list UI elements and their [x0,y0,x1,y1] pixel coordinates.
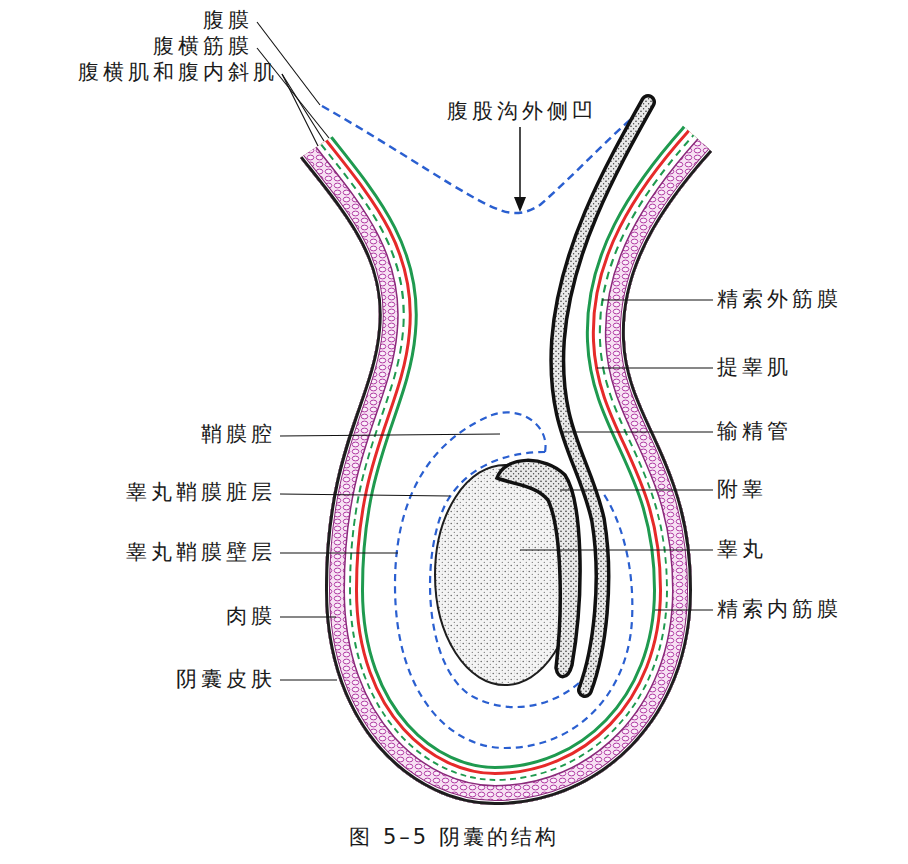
part-label: 提睾肌 [717,356,792,379]
parietal-layer [395,412,632,748]
internal-spermatic-fascia [209,20,811,805]
figure-caption: 图 5–5 阴囊的结构 [349,826,559,849]
part-label: 输精管 [717,420,792,443]
leader-line [280,552,398,553]
part-label: 鞘膜腔 [201,423,276,446]
part-label: 腹股沟外侧凹 [447,100,597,123]
visceral-layer [430,452,580,707]
leader-line [602,299,713,300]
leader-line [655,609,713,610]
scrotal-cavity [209,20,811,805]
part-label: 腹横肌和腹内斜肌 [78,61,278,84]
scrotal-skin [209,20,811,805]
part-label: 腹横筋膜 [153,35,253,58]
leader-line [560,489,713,490]
layer-gap [209,20,811,805]
part-label: 肉膜 [226,605,276,628]
external-spermatic-fascia [209,20,811,805]
part-label: 附睾 [717,478,767,501]
part-label: 睾丸鞘膜脏层 [126,481,276,504]
layer-gap [209,20,811,805]
part-label: 阴囊皮肤 [176,668,276,691]
leader-line [280,494,450,496]
dartos-band [209,20,811,805]
part-label: 精索外筋膜 [717,288,842,311]
part-label: 腹膜 [203,9,253,32]
leader-line [280,434,500,436]
leader-line [597,367,713,368]
dartos-edge [209,20,811,805]
leader-line [282,74,318,146]
leader-line [280,616,336,617]
cremaster-muscle [209,20,811,805]
leader-line [520,549,713,550]
pointer-arrow [519,127,521,200]
arrow-head [514,197,526,212]
layer-gap [209,20,811,805]
part-label: 精索内筋膜 [717,598,842,621]
layer-gap [209,20,811,805]
leader-line [282,74,324,141]
epididymis-shape [497,460,580,676]
part-label: 睾丸鞘膜壁层 [126,541,276,564]
part-label: 睾丸 [717,538,767,561]
leader-line [280,679,337,680]
leader-line [562,431,713,432]
dartos-edge [209,20,811,805]
